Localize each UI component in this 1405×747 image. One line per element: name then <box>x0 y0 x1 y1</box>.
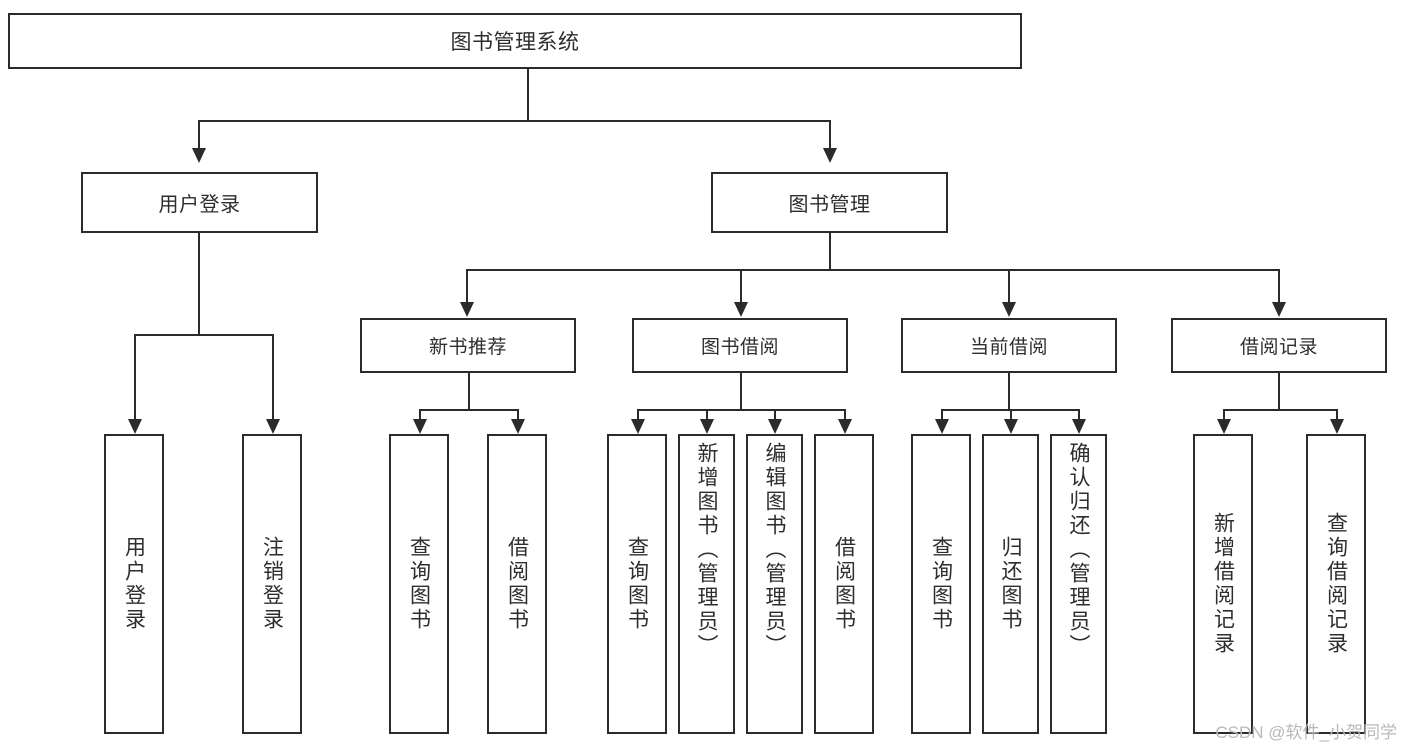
arrow-to-leaf-add-book <box>700 419 714 434</box>
leaf-borrow-book[interactable]: 借阅图书 <box>814 434 874 734</box>
leaf-return-book[interactable]: 归还图书 <box>982 434 1039 734</box>
connector-bookmanage-drop-1 <box>466 269 468 302</box>
connector-newbook-bar <box>419 409 517 411</box>
node-book-management[interactable]: 图书管理 <box>711 172 948 233</box>
arrow-to-leaf-borrow-book-1 <box>511 419 525 434</box>
leaf-logout[interactable]: 注销登录 <box>242 434 302 734</box>
leaf-label: 归还图书 <box>999 536 1022 632</box>
node-label: 图书管理 <box>788 194 871 216</box>
connector-bookborrow-bar <box>637 409 844 411</box>
node-current-borrow[interactable]: 当前借阅 <box>901 318 1117 373</box>
node-label: 图书借阅 <box>700 337 779 358</box>
node-new-book-recommend[interactable]: 新书推荐 <box>360 318 576 373</box>
arrow-to-new-book <box>460 302 474 317</box>
leaf-label: 新增图书（管理员） <box>695 442 718 658</box>
arrow-to-leaf-user-login <box>128 419 142 434</box>
arrow-to-leaf-return-book <box>1004 419 1018 434</box>
leaf-label: 确认归还（管理员） <box>1067 442 1090 658</box>
connector-currentborrow-drop-2 <box>1010 409 1012 419</box>
connector-root-drop-left <box>198 120 200 148</box>
connector-currentborrow-drop-1 <box>941 409 943 419</box>
connector-bookborrow-drop-1 <box>637 409 639 419</box>
connector-root-bar <box>198 120 829 122</box>
arrow-to-borrow-record <box>1272 302 1286 317</box>
connector-bookborrow-drop-2 <box>706 409 708 419</box>
node-book-borrow[interactable]: 图书借阅 <box>632 318 848 373</box>
arrow-to-leaf-borrow-book-2 <box>838 419 852 434</box>
node-label: 图书管理系统 <box>450 31 580 54</box>
arrow-to-book-borrow <box>734 302 748 317</box>
leaf-confirm-return-admin[interactable]: 确认归还（管理员） <box>1050 434 1107 734</box>
arrow-to-user-login <box>192 148 206 163</box>
arrow-to-leaf-query-book-3 <box>935 419 949 434</box>
node-borrow-record[interactable]: 借阅记录 <box>1171 318 1387 373</box>
connector-userlogin-stem <box>198 233 200 335</box>
leaf-add-borrow-record[interactable]: 新增借阅记录 <box>1193 434 1253 734</box>
leaf-query-book-current[interactable]: 查询图书 <box>911 434 971 734</box>
connector-bookmanage-stem <box>829 233 831 270</box>
arrow-to-book-manage <box>823 148 837 163</box>
csdn-watermark: CSDN @软件_小贺同学 <box>1215 723 1397 742</box>
connector-bookmanage-bar <box>466 269 1278 271</box>
leaf-query-book-borrow[interactable]: 查询图书 <box>607 434 667 734</box>
leaf-label: 查询图书 <box>625 536 649 632</box>
leaf-user-login[interactable]: 用户登录 <box>104 434 164 734</box>
leaf-label: 借阅图书 <box>505 536 529 632</box>
node-label: 当前借阅 <box>969 337 1048 358</box>
connector-newbook-stem <box>468 373 470 410</box>
connector-currentborrow-drop-3 <box>1078 409 1080 419</box>
connector-newbook-drop-1 <box>419 409 421 419</box>
arrow-to-leaf-logout <box>266 419 280 434</box>
leaf-label: 借阅图书 <box>832 536 856 632</box>
connector-userlogin-bar <box>134 334 272 336</box>
connector-bookmanage-drop-4 <box>1278 269 1280 302</box>
node-label: 新书推荐 <box>428 337 507 358</box>
arrow-to-current-borrow <box>1002 302 1016 317</box>
leaf-label: 查询图书 <box>929 536 953 632</box>
leaf-query-book-recommend[interactable]: 查询图书 <box>389 434 449 734</box>
leaf-label: 新增借阅记录 <box>1211 512 1235 656</box>
leaf-add-book-admin[interactable]: 新增图书（管理员） <box>678 434 735 734</box>
leaf-borrow-book-recommend[interactable]: 借阅图书 <box>487 434 547 734</box>
arrow-to-leaf-query-record <box>1330 419 1344 434</box>
node-root-system[interactable]: 图书管理系统 <box>8 13 1022 69</box>
connector-bookborrow-drop-4 <box>844 409 846 419</box>
connector-borrowrecord-drop-1 <box>1223 409 1225 419</box>
arrow-to-leaf-confirm-return <box>1072 419 1086 434</box>
node-label: 借阅记录 <box>1239 337 1318 358</box>
leaf-edit-book-admin[interactable]: 编辑图书（管理员） <box>746 434 803 734</box>
arrow-to-leaf-add-record <box>1217 419 1231 434</box>
leaf-query-borrow-record[interactable]: 查询借阅记录 <box>1306 434 1366 734</box>
node-user-login[interactable]: 用户登录 <box>81 172 318 233</box>
arrow-to-leaf-query-book-2 <box>631 419 645 434</box>
connector-currentborrow-stem <box>1008 373 1010 410</box>
connector-root-drop-right <box>829 120 831 148</box>
connector-bookmanage-drop-2 <box>740 269 742 302</box>
connector-bookborrow-stem <box>740 373 742 410</box>
connector-userlogin-drop-1 <box>134 334 136 419</box>
connector-borrowrecord-drop-2 <box>1336 409 1338 419</box>
leaf-label: 编辑图书（管理员） <box>763 442 786 658</box>
leaf-label: 注销登录 <box>260 536 284 632</box>
leaf-label: 查询图书 <box>407 536 431 632</box>
arrow-to-leaf-edit-book <box>768 419 782 434</box>
connector-newbook-drop-2 <box>517 409 519 419</box>
leaf-label: 查询借阅记录 <box>1324 512 1348 656</box>
connector-currentborrow-bar <box>941 409 1078 411</box>
connector-borrowrecord-bar <box>1223 409 1336 411</box>
arrow-to-leaf-query-book-1 <box>413 419 427 434</box>
node-label: 用户登录 <box>158 194 241 216</box>
connector-borrowrecord-stem <box>1278 373 1280 410</box>
connector-bookmanage-drop-3 <box>1008 269 1010 302</box>
connector-userlogin-drop-2 <box>272 334 274 419</box>
connector-root-stem <box>527 69 529 121</box>
leaf-label: 用户登录 <box>122 536 146 632</box>
connector-bookborrow-drop-3 <box>774 409 776 419</box>
